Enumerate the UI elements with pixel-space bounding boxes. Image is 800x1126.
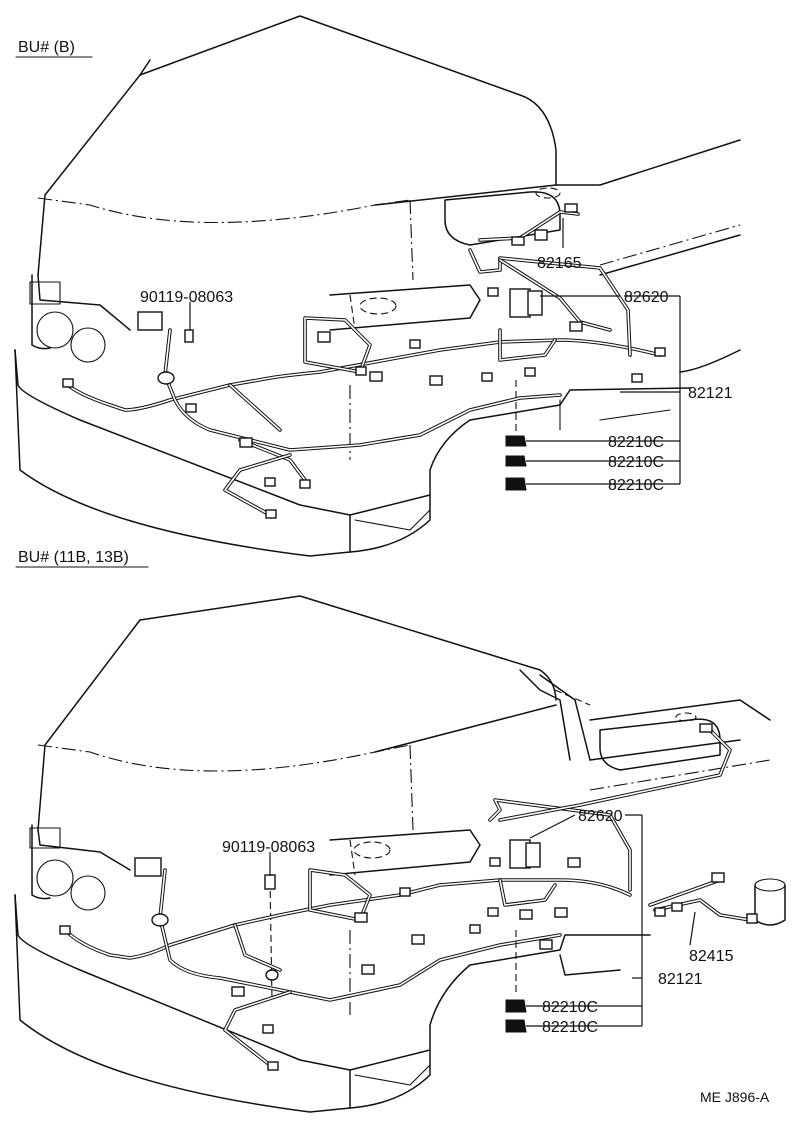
truck-cab-top xyxy=(14,15,741,557)
label-clamp-top-3: 82210C xyxy=(608,477,664,494)
clamp-icons-bottom xyxy=(505,999,527,1033)
label-bolt-top: 90119-08063 xyxy=(140,289,233,306)
clamp-icons-top xyxy=(505,435,527,491)
label-relay-bottom: 82620 xyxy=(578,808,623,825)
label-main-harness-bottom: 82121 xyxy=(658,971,703,988)
label-clamp-bottom-1: 82210C xyxy=(542,999,598,1016)
truck-cab-bottom xyxy=(14,595,786,1113)
label-clamp-bottom-2: 82210C xyxy=(542,1019,598,1036)
label-clamp-top-2: 82210C xyxy=(608,454,664,471)
harness-bottom xyxy=(63,728,752,1067)
section-top: BU# (B) xyxy=(14,15,741,557)
connectors-bottom xyxy=(59,723,758,1071)
label-clamp-top-1: 82210C xyxy=(608,434,664,451)
section-header-bottom: BU# (11B, 13B) xyxy=(18,549,129,566)
label-82165: 82165 xyxy=(537,255,582,272)
labels-top: 90119-08063 82165 82620 82121 82210C 822… xyxy=(140,255,733,494)
connectors-top xyxy=(62,203,666,519)
leaders-bottom xyxy=(269,814,696,1027)
leaders-top xyxy=(189,218,681,485)
section-header-top: BU# (B) xyxy=(18,39,75,56)
labels-bottom: 90119-08063 82620 82415 82121 82210C 822… xyxy=(222,808,734,1036)
section-bottom: BU# (11B, 13B) xyxy=(14,549,786,1113)
label-82415: 82415 xyxy=(689,948,734,965)
diagram-reference-code: ME J896-A xyxy=(700,1089,770,1105)
label-relay-top: 82620 xyxy=(624,289,669,306)
label-bolt-bottom: 90119-08063 xyxy=(222,839,315,856)
label-main-harness-top: 82121 xyxy=(688,385,733,402)
harness-top xyxy=(66,210,662,517)
